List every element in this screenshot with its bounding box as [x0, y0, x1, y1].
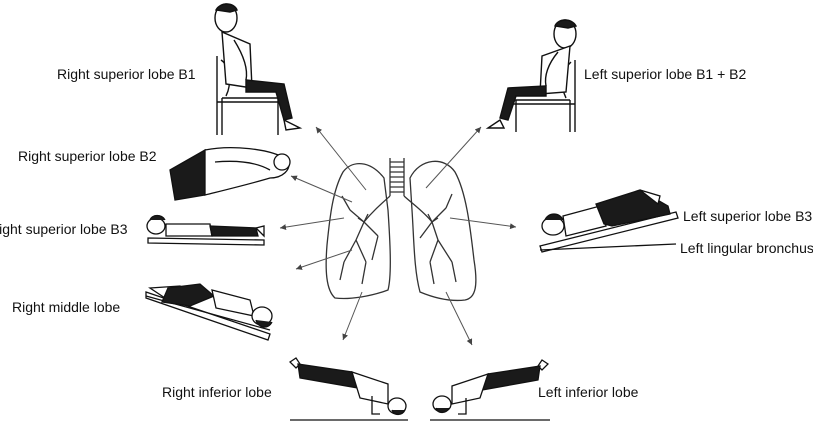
head-down-person-icon: [288, 357, 408, 421]
label-right-superior-lobe-b1: Right superior lobe B1: [57, 66, 196, 82]
supine-person-icon: [146, 214, 265, 246]
label-left-lingular-bronchus: Left lingular bronchus: [680, 240, 813, 256]
arrow-to-lsl-b1b2: [425, 126, 482, 189]
arrow-to-rsl-b3: [279, 217, 345, 231]
label-right-superior-lobe-b2: Right superior lobe B2: [18, 148, 157, 164]
sitting-person-icon: [214, 3, 303, 135]
sitting-person-icon: [485, 19, 578, 132]
arrow-to-lsl-b3: [449, 217, 517, 230]
arrow-to-right-inferior: [342, 291, 363, 341]
arrow-to-rsl-b2: [290, 175, 353, 203]
lateral-tilted-person-icon: [145, 283, 273, 341]
head-down-person-icon: [430, 359, 550, 421]
arrows: [279, 126, 517, 346]
arrow-to-right-middle: [295, 249, 353, 270]
arrow-to-left-inferior: [445, 291, 473, 346]
label-left-inferior-lobe: Left inferior lobe: [538, 384, 639, 400]
label-right-inferior-lobe: Right inferior lobe: [162, 384, 272, 400]
label-left-superior-lobe-b1-b2: Left superior lobe B1 + B2: [584, 66, 747, 82]
label-left-superior-lobe-b3: Left superior lobe B3: [683, 208, 813, 224]
label-right-middle-lobe: Right middle lobe: [12, 299, 121, 315]
label-right-superior-lobe-b3: Right superior lobe B3: [0, 221, 128, 237]
arrow-to-rsl-b1: [315, 126, 367, 191]
lateral-tilted-person-icon: [539, 189, 679, 253]
prone-person-icon: [169, 147, 291, 201]
lungs-bronchial-tree-icon: [325, 158, 477, 302]
